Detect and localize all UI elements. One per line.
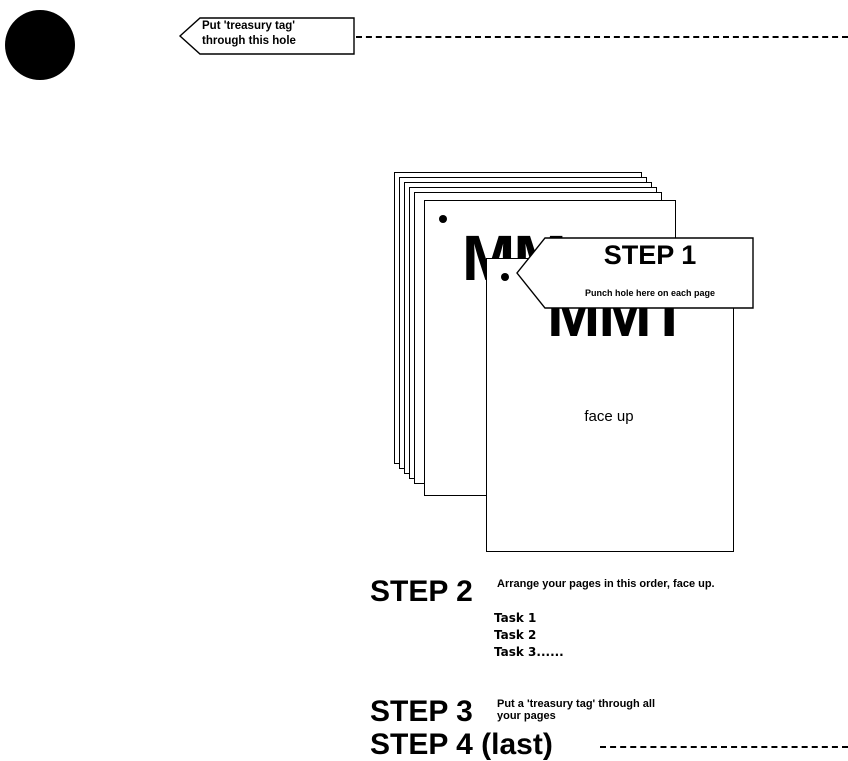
tag-label-line2: through this hole xyxy=(202,34,352,49)
task-item: Task 3...... xyxy=(494,644,564,661)
task-item: Task 1 xyxy=(494,610,564,627)
task-list: Task 1 Task 2 Task 3...... xyxy=(494,610,564,661)
front-page-caption: face up xyxy=(486,408,732,425)
step3-description: Put a 'treasury tag' through all your pa… xyxy=(497,698,757,722)
task-item: Task 2 xyxy=(494,627,564,644)
step3-description-line1: Put a 'treasury tag' through all xyxy=(497,698,757,710)
dashed-line-bottom xyxy=(600,746,848,748)
page-hole-dot xyxy=(501,273,509,281)
step1-note: Punch hole here on each page xyxy=(545,288,755,298)
tag-label: Put 'treasury tag' through this hole xyxy=(202,19,352,49)
step2-description: Arrange your pages in this order, face u… xyxy=(497,578,847,590)
step4-title: STEP 4 (last) xyxy=(370,730,553,760)
step3-title: STEP 3 xyxy=(370,697,473,727)
tag-label-line1: Put 'treasury tag' xyxy=(202,19,352,34)
step2-title: STEP 2 xyxy=(370,577,473,607)
punch-hole-marker xyxy=(5,10,75,80)
step3-description-line2: your pages xyxy=(497,710,757,722)
step1-title: STEP 1 xyxy=(545,240,755,270)
dashed-line-top xyxy=(356,36,848,38)
page-hole-dot xyxy=(439,215,447,223)
